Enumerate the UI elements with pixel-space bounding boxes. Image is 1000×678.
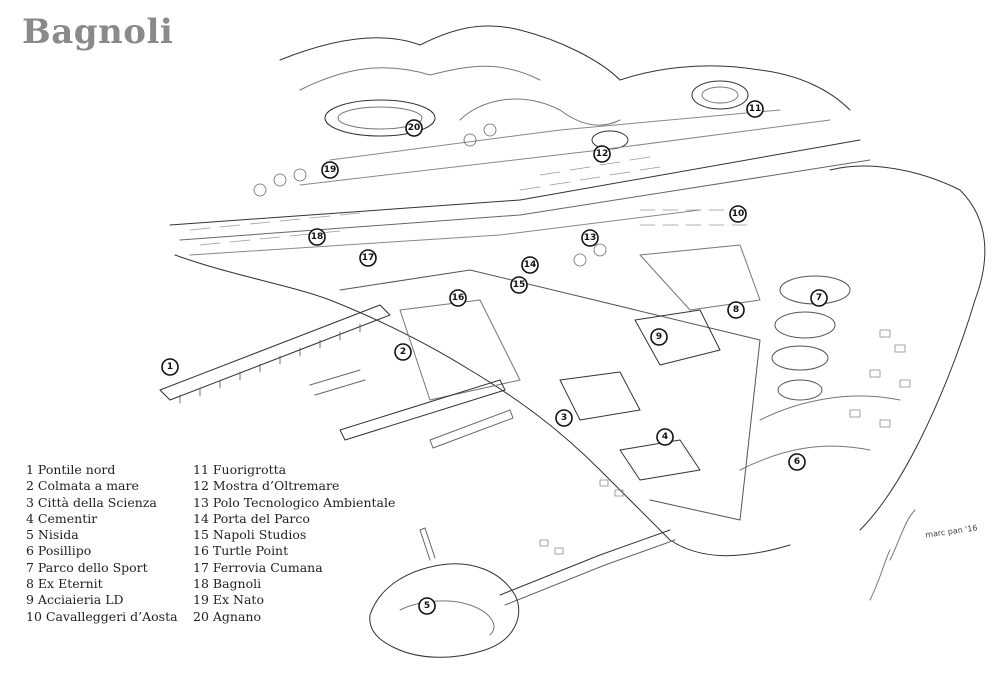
legend-item: 11 Fuorigrotta	[193, 462, 287, 477]
posillipo-hill	[829, 165, 986, 531]
marker-7: 7	[810, 289, 828, 307]
svg-text:10: 10	[732, 209, 745, 219]
svg-text:8: 8	[733, 305, 739, 315]
pontile-nord	[159, 304, 391, 401]
legend-item: 15 Napoli Studios	[193, 527, 307, 543]
svg-text:2: 2	[400, 347, 406, 357]
svg-text:13: 13	[584, 233, 597, 243]
legend-item: 9 Acciaieria LD	[26, 592, 124, 608]
marker-8: 8	[727, 301, 745, 319]
marker-17: 17	[359, 249, 377, 267]
marker-20: 20	[405, 119, 423, 137]
svg-text:17: 17	[362, 253, 375, 263]
legend-item: 19 Ex Nato	[193, 592, 264, 608]
legend-item: 18 Bagnoli	[193, 576, 262, 592]
legend-item: 16 Turtle Point	[193, 543, 289, 559]
marker-15: 15	[510, 276, 528, 294]
svg-text:14: 14	[524, 260, 537, 270]
legend-left-column: 1 Pontile nord 2 Colmata a mare 3 Città …	[26, 462, 178, 625]
svg-text:9: 9	[656, 332, 662, 342]
map-title: Bagnoli	[22, 12, 174, 52]
marker-9: 9	[650, 328, 668, 346]
svg-text:15: 15	[513, 280, 526, 290]
marker-11: 11	[746, 100, 764, 118]
stadium	[691, 80, 749, 110]
legend-item: 2 Colmata a mare	[26, 478, 139, 494]
legend-item: 5 Nisida	[26, 527, 79, 543]
svg-text:11: 11	[749, 104, 762, 114]
hills-outline	[279, 25, 851, 111]
legend-item: 4 Cementir	[26, 510, 98, 526]
svg-text:18: 18	[311, 232, 324, 242]
marker-13: 13	[581, 229, 599, 247]
legend-item: 10 Cavalleggeri d’Aosta	[26, 608, 178, 624]
svg-text:6: 6	[794, 457, 800, 467]
agnano-track	[324, 99, 436, 137]
marker-14: 14	[521, 256, 539, 274]
svg-text:19: 19	[324, 165, 337, 175]
main-road	[169, 139, 861, 226]
svg-text:4: 4	[662, 432, 668, 442]
marker-5: 5	[418, 597, 436, 615]
legend-item: 3 Città della Scienza	[26, 494, 157, 510]
legend-item: 13 Polo Tecnologico Ambientale	[193, 494, 396, 510]
marker-4: 4	[656, 428, 674, 446]
mostra-arena	[591, 130, 629, 150]
legend-item: 6 Posillipo	[26, 543, 92, 559]
legend-item: 17 Ferrovia Cumana	[193, 559, 323, 575]
svg-text:20: 20	[408, 123, 421, 133]
svg-text:3: 3	[561, 413, 567, 423]
coastline	[174, 254, 791, 557]
svg-text:16: 16	[452, 293, 465, 303]
nisida-island	[369, 563, 520, 658]
marker-18: 18	[308, 228, 326, 246]
legend-item: 8 Ex Eternit	[26, 576, 103, 592]
marker-19: 19	[321, 161, 339, 179]
acciaieria	[634, 309, 721, 366]
legend-item: 20 Agnano	[193, 608, 261, 624]
legend-right-column: 11 Fuorigrotta 12 Mostra d’Oltremare 13 …	[193, 462, 395, 625]
marker-10: 10	[729, 205, 747, 223]
legend-item: 14 Porta del Parco	[193, 510, 310, 526]
legend-item: 12 Mostra d’Oltremare	[193, 478, 340, 494]
marker-6: 6	[788, 453, 806, 471]
legend-item: 1 Pontile nord	[26, 462, 116, 477]
marker-16: 16	[449, 289, 467, 307]
marker-12: 12	[593, 145, 611, 163]
marker-1: 1	[161, 358, 179, 376]
svg-text:5: 5	[424, 601, 430, 611]
svg-text:7: 7	[816, 293, 822, 303]
legend-item: 7 Parco dello Sport	[26, 559, 148, 575]
marker-3: 3	[555, 409, 573, 427]
svg-text:1: 1	[167, 362, 173, 372]
marker-2: 2	[394, 343, 412, 361]
svg-text:12: 12	[596, 149, 609, 159]
nisida-causeway	[499, 529, 671, 596]
